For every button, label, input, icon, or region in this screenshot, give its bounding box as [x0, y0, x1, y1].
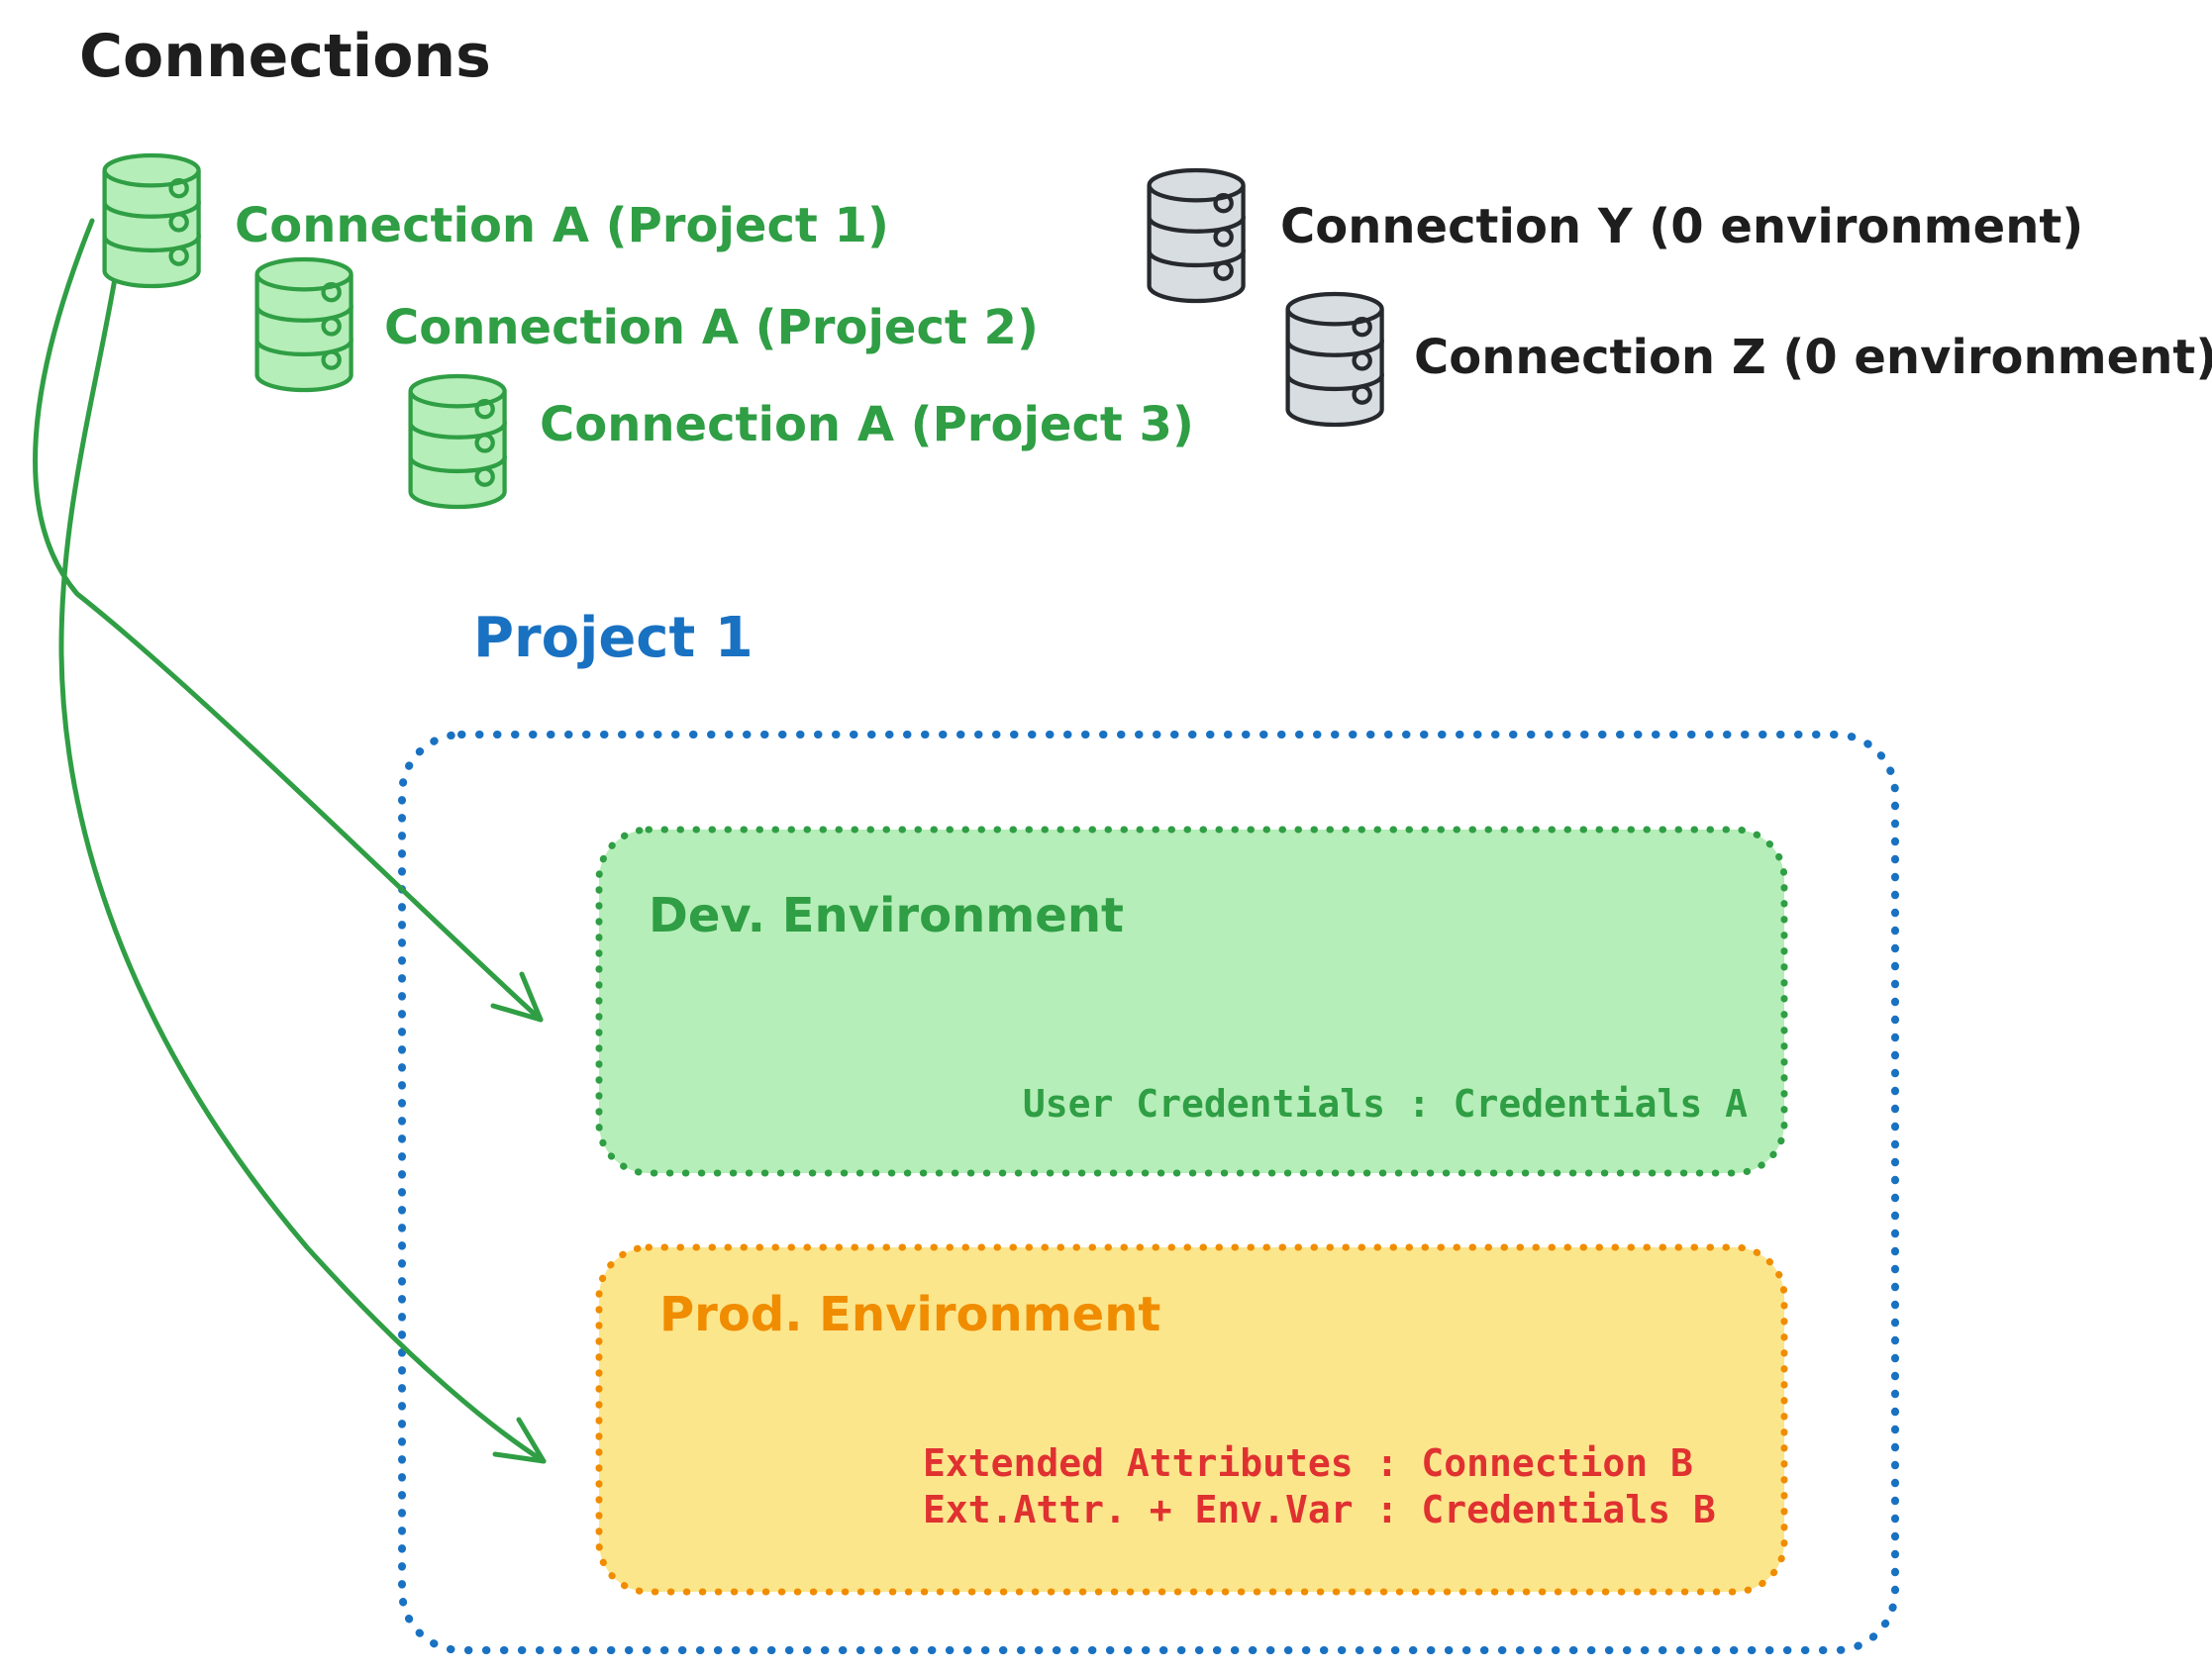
database-icon — [250, 252, 362, 396]
database-icon — [1142, 163, 1255, 307]
arrow-connection-a-to-dev-environment — [33, 218, 544, 1023]
project-title: Project 1 — [473, 606, 754, 670]
dev-credentials-text: User Credentials : Credentials A — [1022, 1082, 1748, 1126]
project-container-border — [398, 731, 1899, 1654]
connection-label: Connection A (Project 3) — [540, 397, 1194, 452]
prod-environment-box — [595, 1243, 1788, 1596]
prod-environment-title: Prod. Environment — [659, 1287, 1161, 1342]
page-title: Connections — [79, 22, 491, 91]
connection-label: Connection A (Project 1) — [235, 198, 889, 253]
dev-environment-title: Dev. Environment — [649, 888, 1124, 943]
prod-credentials-line-2: Ext.Attr. + Env.Var : Credentials B — [923, 1488, 1716, 1531]
prod-credentials-line-1: Extended Attributes : Connection B — [923, 1441, 1693, 1485]
connection-label: Connection A (Project 2) — [384, 300, 1039, 355]
arrow-connection-a-to-prod-environment — [58, 264, 547, 1464]
database-icon — [403, 369, 516, 513]
database-icon — [97, 148, 210, 292]
database-icon — [1280, 287, 1393, 431]
dev-environment-box — [595, 826, 1788, 1177]
connection-label: Connection Z (0 environment) — [1414, 330, 2212, 385]
connection-label: Connection Y (0 environment) — [1280, 199, 2084, 254]
